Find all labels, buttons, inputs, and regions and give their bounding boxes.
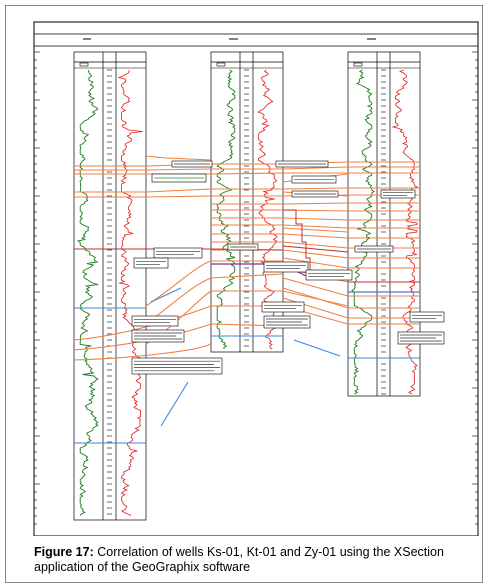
correlation-line — [282, 287, 420, 309]
correlation-line — [74, 187, 420, 193]
figure-caption: Figure 17: Correlation of wells Ks-01, K… — [34, 545, 454, 575]
correlation-line — [282, 277, 420, 297]
annotation-box — [153, 247, 203, 259]
figure-frame: Figure 17: Correlation of wells Ks-01, K… — [5, 5, 483, 583]
correlation-line — [211, 224, 420, 229]
annotation-box — [263, 261, 309, 273]
annotation-box — [263, 315, 311, 329]
well-logs — [76, 69, 418, 516]
figure-caption-text: Correlation of wells Ks-01, Kt-01 and Zy… — [34, 545, 444, 574]
annotation-box — [380, 189, 416, 199]
correlation-line — [74, 166, 420, 171]
marker-lines — [74, 287, 420, 444]
track-header-box — [216, 62, 226, 67]
correlation-line — [73, 305, 283, 341]
track-header-box — [79, 62, 89, 67]
correlation-line — [211, 233, 420, 239]
correlation-line — [282, 297, 420, 319]
pointer-line — [160, 381, 189, 427]
correlation-line — [211, 217, 420, 221]
resistivity-log-ks-01 — [117, 69, 143, 516]
annotation-box — [133, 257, 169, 269]
pointer-line — [150, 287, 182, 303]
track-frame — [347, 51, 421, 397]
annotation-box — [151, 173, 207, 183]
annotation-box — [397, 331, 445, 345]
correlation-line — [282, 227, 349, 233]
well-track-kt-01 — [210, 51, 284, 353]
track-frame — [73, 51, 147, 521]
correlation-line — [74, 172, 420, 175]
track-header-box — [353, 62, 363, 67]
correlation-line — [211, 209, 420, 212]
resistivity-log-zy-01 — [391, 69, 418, 395]
well-track-ks-01 — [73, 51, 147, 521]
correlation-line — [74, 194, 420, 198]
annotation-box — [131, 315, 179, 327]
annotation-box — [291, 190, 339, 198]
correlation-line — [211, 202, 420, 205]
track-frame — [210, 51, 284, 353]
well-track-zy-01 — [347, 51, 421, 397]
correlation-lines — [73, 155, 420, 361]
annotation-box — [305, 269, 353, 281]
annotation-box — [409, 311, 445, 323]
annotation-box — [227, 243, 259, 251]
gamma-ray-log-ks-01 — [76, 69, 99, 516]
depth-axis — [34, 51, 478, 525]
annotation-box — [275, 160, 329, 168]
well-correlation-diagram — [33, 21, 479, 536]
annotation-box — [261, 301, 305, 313]
figure-label: Figure 17: — [34, 545, 94, 559]
annotation-box — [354, 245, 394, 253]
correlation-line — [74, 161, 420, 167]
correlation-line — [73, 343, 212, 361]
annotation-box — [171, 160, 213, 168]
fault-line — [283, 209, 311, 274]
correlation-line — [282, 305, 420, 325]
pointer-line — [293, 339, 341, 357]
correlation-line — [145, 155, 212, 161]
plot-border — [33, 21, 479, 536]
annotation-box — [131, 357, 223, 375]
gamma-ray-log-zy-01 — [351, 69, 375, 395]
correlation-line — [282, 257, 420, 269]
annotation-box — [131, 329, 185, 343]
annotation-box — [291, 175, 337, 184]
fault-line — [282, 245, 349, 253]
annotation-boxes — [131, 160, 445, 375]
